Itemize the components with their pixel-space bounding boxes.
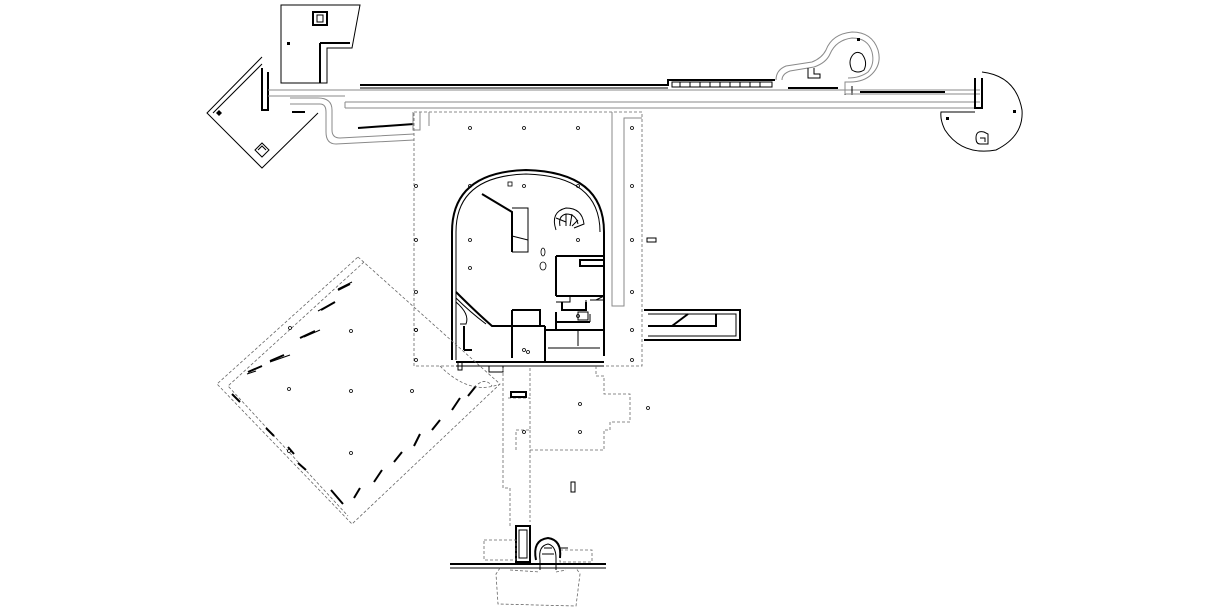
diamond-pavilion: [206, 56, 319, 169]
upper-left-pavilion: [280, 4, 361, 84]
main-hall-outline: [412, 111, 657, 367]
entry-arc: [439, 365, 501, 388]
bottom-pavilion: [450, 525, 606, 607]
arched-hall: [451, 168, 605, 373]
curved-link: [290, 97, 415, 145]
south-walkway: [502, 366, 650, 528]
organic-room: [775, 31, 980, 95]
round-pavilion: [940, 71, 1023, 152]
right-pier: [644, 309, 741, 341]
rotated-pavilion: [216, 256, 501, 525]
